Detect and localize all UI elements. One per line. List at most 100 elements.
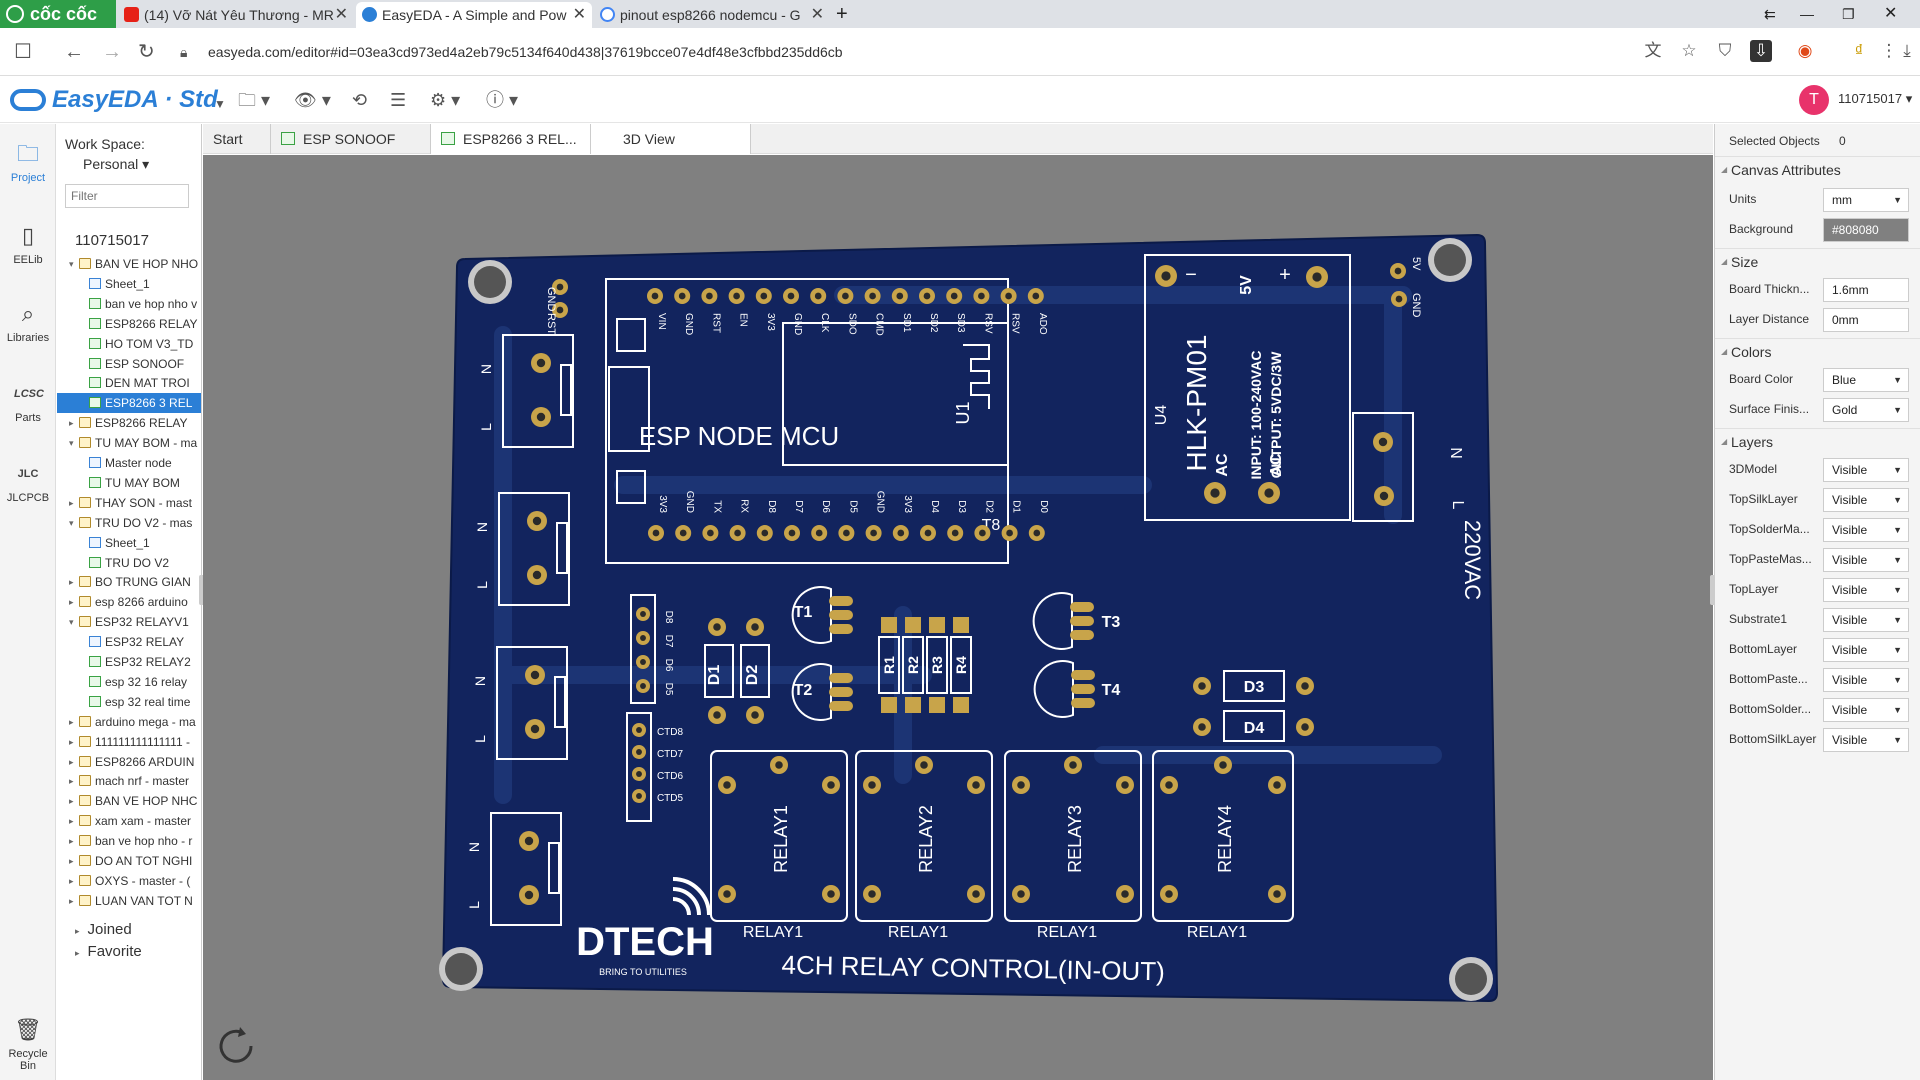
tree-folder[interactable]: ▸BAN VE HOP NHC [57, 791, 201, 811]
tree-document[interactable]: DEN MAT TROI [57, 373, 201, 393]
forward-icon[interactable]: → [102, 41, 122, 63]
download-ext-icon[interactable]: ⇩ [1750, 40, 1772, 62]
tree-folder[interactable]: ▸DO AN TOT NGHI [57, 851, 201, 871]
caret-down-icon[interactable]: ▾ [69, 438, 74, 449]
rail-parts[interactable]: LCSC Parts [0, 370, 56, 436]
tree-document[interactable]: ESP8266 RELAY [57, 314, 201, 334]
layer-visibility-select[interactable]: Visible [1823, 518, 1909, 542]
tree-folder[interactable]: ▸LUAN VAN TOT N [57, 891, 201, 911]
tree-folder[interactable]: ▸ban ve hop nho - r [57, 831, 201, 851]
close-tab-icon[interactable]: ✕ [572, 6, 586, 23]
tab-start[interactable]: Start [203, 124, 271, 154]
caret-right-icon[interactable]: ▸ [69, 776, 74, 787]
caret-right-icon[interactable]: ▸ [69, 736, 74, 747]
surface-finish-select[interactable]: Gold [1823, 398, 1909, 422]
rail-libraries[interactable]: ⌕ Libraries [6, 301, 50, 344]
browser-tab-youtube[interactable]: (14) Vỡ Nát Yêu Thương - MR ✕ [118, 2, 354, 28]
rail-project[interactable]: 🗀︎ Project [10, 141, 46, 184]
caret-right-icon[interactable]: ▸ [69, 816, 74, 827]
layer-visibility-select[interactable]: Visible [1823, 728, 1909, 752]
section-layers[interactable]: ◢Layers [1715, 428, 1920, 454]
tree-folder[interactable]: ▾ESP32 RELAYV1 [57, 612, 201, 632]
file-folder-icon[interactable]: 🗀︎ ▾ [238, 90, 271, 110]
filter-input[interactable] [65, 184, 189, 208]
tab-esp8266-3-relay[interactable]: ESP8266 3 REL... [431, 124, 591, 154]
layer-visibility-select[interactable]: Visible [1823, 488, 1909, 512]
caret-right-icon[interactable]: ▸ [69, 597, 74, 608]
layer-visibility-select[interactable]: Visible [1823, 608, 1909, 632]
layer-visibility-select[interactable]: Visible [1823, 548, 1909, 572]
close-tab-icon[interactable]: ✕ [334, 6, 348, 23]
rail-recycle-bin[interactable]: 🗑︎ Recycle Bin [8, 1017, 48, 1072]
caret-right-icon[interactable]: ▸ [69, 577, 74, 588]
caret-down-icon[interactable]: ▾ [69, 259, 74, 269]
tree-folder[interactable]: ▾BAN VE HOP NHO [57, 254, 201, 274]
tree-folder[interactable]: ▸111111111111111 - [57, 732, 201, 752]
tab-esp-sonoof[interactable]: ESP SONOOF [271, 124, 431, 154]
downloads-icon[interactable]: ⤓ [1903, 41, 1911, 60]
tree-document[interactable]: Master node [57, 453, 201, 473]
layers-icon[interactable]: ☰ [390, 90, 407, 110]
section-colors[interactable]: ◢Colors [1715, 338, 1920, 364]
browser-tab-google[interactable]: pinout esp8266 nodemcu - G ✕ [594, 2, 830, 28]
minimize-icon[interactable]: — [1800, 6, 1814, 22]
tree-folder[interactable]: ▸mach nrf - master [57, 771, 201, 791]
section-canvas-attributes[interactable]: ◢Canvas Attributes [1715, 156, 1920, 182]
panel-splitter-handle[interactable] [199, 575, 205, 605]
layer-visibility-select[interactable]: Visible [1823, 578, 1909, 602]
shield-icon[interactable]: ⛉ [1718, 41, 1732, 60]
layer-visibility-select[interactable]: Visible [1823, 638, 1909, 662]
rail-eelib[interactable]: ▯ EELib [13, 223, 43, 266]
tree-folder[interactable]: ▸esp 8266 arduino [57, 592, 201, 612]
favorite-section[interactable]: ▸Favorite [75, 942, 142, 960]
tree-document[interactable]: TU MAY BOM [57, 473, 201, 493]
url-field[interactable]: easyeda.com/editor#id=03ea3cd973ed4a2eb7… [208, 44, 843, 60]
layer-visibility-select[interactable]: Visible [1823, 698, 1909, 722]
close-window-icon[interactable]: ✕ [1884, 5, 1898, 22]
reset-view-icon[interactable] [213, 1023, 259, 1069]
caret-down-icon[interactable]: ▾ [69, 617, 74, 628]
caret-right-icon[interactable]: ▸ [69, 856, 74, 866]
tree-folder[interactable]: ▸THAY SON - mast [57, 493, 201, 513]
tree-document[interactable]: Sheet_1 [57, 274, 201, 294]
tab-search-icon[interactable]: ⇇ [1764, 6, 1776, 22]
coccoc-logo[interactable]: cốc cốc [0, 0, 116, 28]
tree-folder[interactable]: ▸arduino mega - ma [57, 712, 201, 732]
extension-icon[interactable]: ◉ [1797, 41, 1813, 60]
easyeda-logo[interactable]: EasyEDA · Std [10, 83, 218, 117]
tree-document[interactable]: ban ve hop nho v [57, 294, 201, 314]
board-color-select[interactable]: Blue [1823, 368, 1909, 392]
caret-right-icon[interactable]: ▸ [69, 875, 74, 886]
view-eye-icon[interactable]: 👁︎ ▾ [294, 90, 331, 110]
board-thickness-input[interactable]: 1.6mm [1823, 278, 1909, 302]
new-tab-button[interactable]: + [836, 3, 848, 25]
caret-right-icon[interactable]: ▸ [69, 836, 74, 847]
tree-document[interactable]: TRU DO V2 [57, 553, 201, 573]
tree-folder[interactable]: ▾TRU DO V2 - mas [57, 513, 201, 533]
history-icon[interactable]: ⟲ [352, 90, 368, 110]
layer-visibility-select[interactable]: Visible [1823, 458, 1909, 482]
caret-right-icon[interactable]: ▸ [69, 716, 74, 727]
workspace-select[interactable]: Personal ▾ [83, 156, 150, 172]
tree-folder[interactable]: ▸xam xam - master [57, 811, 201, 831]
caret-right-icon[interactable]: ▸ [69, 895, 74, 906]
tree-folder[interactable]: ▸OXYS - master - ( [57, 871, 201, 891]
tree-document[interactable]: Sheet_1 [57, 533, 201, 553]
close-tab-icon[interactable]: ✕ [810, 6, 824, 23]
tree-document[interactable]: esp 32 real time [57, 692, 201, 712]
caret-right-icon[interactable]: ▸ [69, 756, 74, 767]
browser-tab-easyeda[interactable]: EasyEDA - A Simple and Pow ✕ [356, 2, 592, 28]
tree-document[interactable]: ESP SONOOF [57, 354, 201, 374]
wallet-icon[interactable]: ₫ [1854, 41, 1864, 60]
bookmark-star-icon[interactable]: ☆ [1681, 41, 1697, 60]
rail-jlcpcb[interactable]: JLC JLCPCB [0, 450, 56, 516]
tree-folder[interactable]: ▾TU MAY BOM - ma [57, 433, 201, 453]
layer-distance-input[interactable]: 0mm [1823, 308, 1909, 332]
menu-dots-icon[interactable]: ⋮ [1880, 41, 1898, 60]
settings-gear-icon[interactable]: ⚙ ▾ [430, 90, 461, 110]
reload-page-icon[interactable]: ↻ [138, 41, 155, 63]
user-avatar[interactable]: T [1799, 85, 1829, 115]
tree-folder[interactable]: ▸BO TRUNG GIAN [57, 572, 201, 592]
translate-icon[interactable]: 文 [1644, 41, 1662, 60]
right-splitter-handle[interactable] [1710, 575, 1716, 605]
